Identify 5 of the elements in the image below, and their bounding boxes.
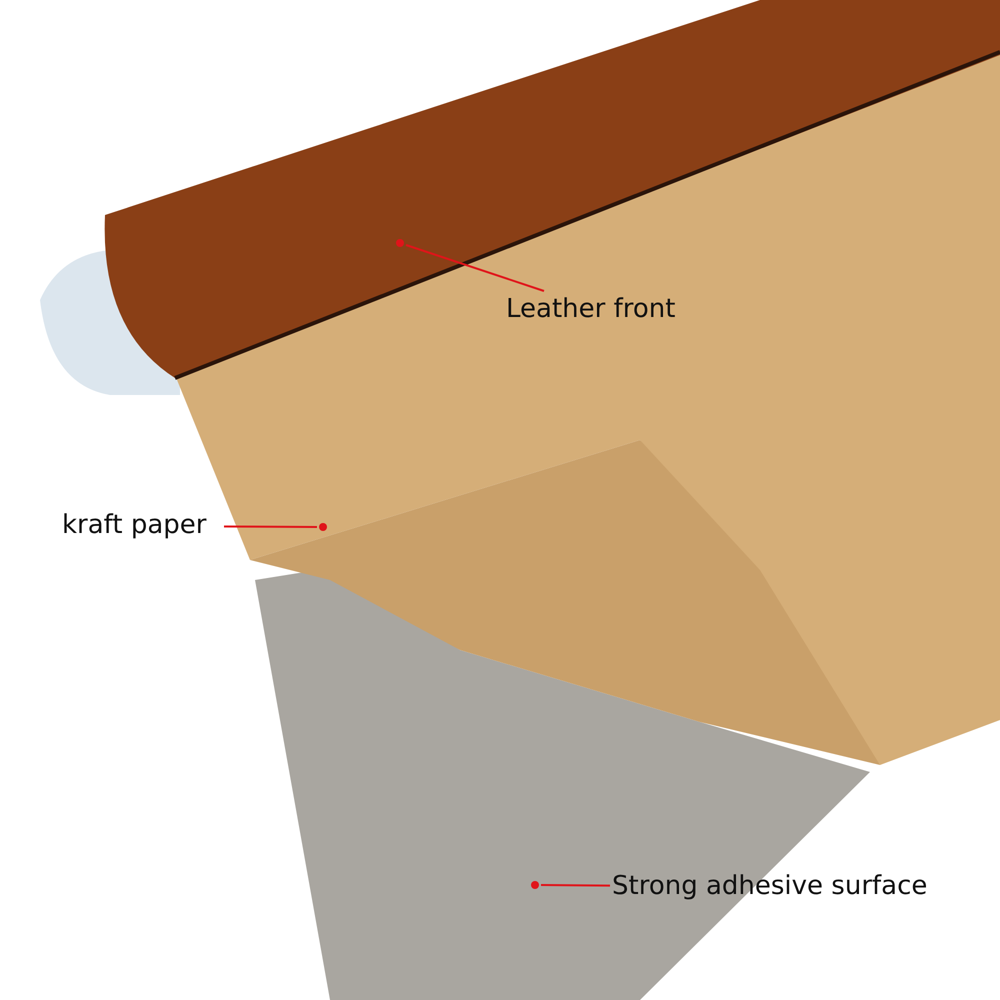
leader-line [541, 884, 610, 887]
callout-label: Leather front [506, 293, 696, 327]
callout-label: kraft paper [62, 509, 222, 543]
leader-line [406, 244, 544, 292]
callout-label: Strong adhesive surface [612, 870, 942, 904]
